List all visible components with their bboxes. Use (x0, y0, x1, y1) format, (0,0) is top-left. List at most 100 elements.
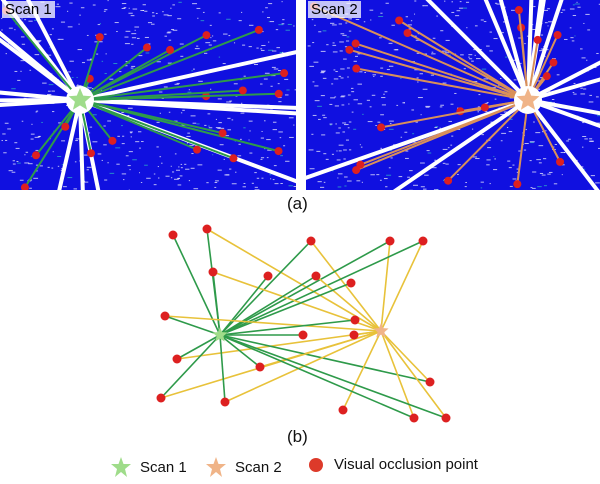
point (188, 180, 191, 182)
point (190, 115, 196, 117)
point (341, 104, 345, 106)
point (422, 5, 424, 7)
occlusion-point (280, 69, 289, 78)
sight-line (79, 49, 171, 101)
point (80, 7, 85, 9)
point (243, 182, 246, 184)
point (131, 43, 134, 45)
sight-line (79, 46, 148, 101)
point (277, 70, 281, 72)
point (331, 83, 334, 85)
scan2-sight-line (206, 228, 382, 332)
occlusion-point (352, 166, 361, 175)
point (260, 157, 265, 159)
point (456, 128, 461, 130)
point (179, 43, 184, 45)
point (487, 147, 492, 149)
scan1-image: Scan 1 (0, 0, 296, 190)
point (350, 18, 352, 20)
point (439, 127, 441, 129)
occlusion-point (513, 180, 522, 189)
point (553, 146, 555, 148)
point (511, 9, 515, 11)
point (353, 99, 358, 101)
point (561, 164, 565, 166)
point (5, 139, 8, 141)
point (309, 65, 314, 67)
point (366, 99, 371, 101)
point (544, 22, 548, 24)
point (596, 52, 599, 54)
point (483, 78, 489, 80)
point (51, 28, 54, 30)
point (156, 121, 160, 123)
point (287, 23, 292, 25)
point (142, 9, 145, 11)
point (128, 7, 130, 9)
point (577, 6, 581, 8)
scan2-sight-line (380, 240, 391, 332)
point (507, 160, 511, 162)
point (92, 4, 96, 6)
point (423, 5, 428, 7)
point (171, 28, 175, 30)
point (273, 68, 279, 70)
occlusion-point (352, 64, 361, 73)
point (359, 144, 361, 146)
point (339, 50, 343, 52)
point (489, 31, 492, 33)
point (588, 140, 594, 142)
point (538, 145, 544, 147)
point (337, 173, 343, 175)
occlusion-point (108, 136, 117, 145)
point (448, 120, 452, 122)
point (4, 122, 9, 124)
point (238, 143, 241, 145)
point (294, 89, 296, 91)
scan1-sight-line (164, 315, 221, 336)
point (180, 163, 183, 165)
point (425, 105, 431, 107)
point (88, 87, 92, 89)
point (407, 176, 410, 178)
point (507, 115, 512, 117)
point (271, 66, 276, 68)
point (308, 149, 314, 151)
occlusion-point (166, 45, 175, 54)
point (334, 96, 337, 98)
point (78, 23, 80, 25)
point (451, 11, 455, 13)
legend-scan1: Scan 1 (110, 456, 187, 478)
point (357, 53, 361, 55)
point (336, 159, 341, 161)
point (314, 85, 319, 87)
point (153, 173, 156, 175)
point (396, 104, 399, 106)
point (274, 183, 279, 185)
point (345, 139, 349, 141)
point (288, 117, 294, 119)
point (204, 124, 207, 126)
point (383, 93, 385, 95)
point (162, 11, 164, 13)
point (423, 188, 427, 190)
point (277, 83, 280, 85)
point (194, 48, 200, 50)
point (116, 163, 120, 165)
point (466, 27, 468, 29)
point (180, 167, 183, 169)
point (248, 120, 253, 122)
point (512, 164, 515, 166)
point (486, 45, 490, 47)
gap-ray (526, 0, 564, 101)
point (24, 162, 30, 164)
point (186, 135, 191, 137)
point (583, 88, 587, 90)
point (545, 130, 547, 132)
point (229, 100, 233, 102)
green-star-icon (111, 457, 131, 477)
point (233, 42, 236, 44)
point (283, 145, 286, 147)
point (572, 4, 575, 6)
gap-ray (527, 60, 600, 102)
